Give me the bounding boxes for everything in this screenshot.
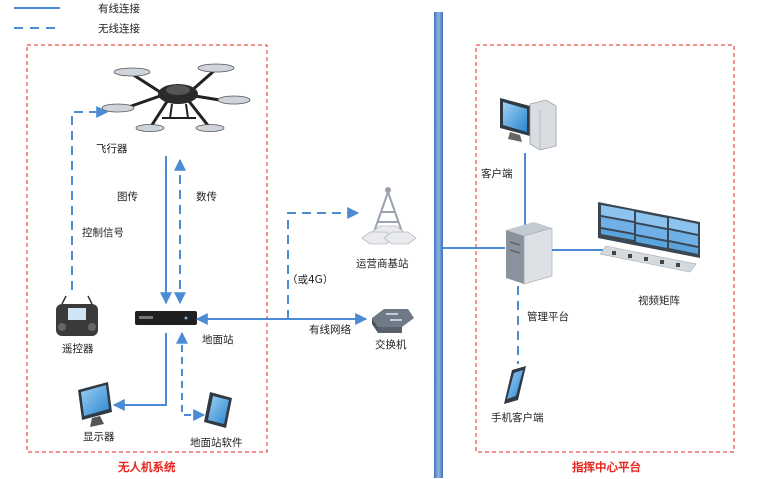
ground-station-icon bbox=[135, 311, 197, 325]
network-backbone-pole bbox=[434, 12, 443, 478]
command-center-title: 指挥中心平台 bbox=[572, 460, 641, 474]
client-label: 客户端 bbox=[481, 167, 513, 180]
control-signal-label: 控制信号 bbox=[82, 226, 124, 239]
switch-icon bbox=[372, 309, 414, 333]
server-icon bbox=[506, 222, 553, 285]
video-matrix-icon bbox=[598, 202, 700, 273]
base-station-label: 运营商基站 bbox=[356, 257, 409, 270]
data-link-label: 数传 bbox=[196, 190, 217, 203]
ground-software-label: 地面站软件 bbox=[190, 436, 243, 449]
display-label: 显示器 bbox=[83, 431, 115, 443]
legend: 有线连接 无线连接 bbox=[14, 2, 140, 35]
display-link-line bbox=[112, 333, 167, 411]
tablet-icon bbox=[204, 392, 232, 428]
mobile-phone-icon bbox=[504, 366, 526, 404]
cellular-link-line bbox=[287, 207, 360, 319]
uav-system-frame bbox=[26, 44, 268, 453]
or-4g-label: （或4G） bbox=[287, 274, 333, 286]
remote-controller-label: 遥控器 bbox=[62, 342, 94, 355]
command-center-frame bbox=[475, 44, 735, 453]
drone-icon bbox=[101, 63, 251, 132]
control-signal-line bbox=[71, 106, 109, 290]
management-platform-label: 管理平台 bbox=[527, 310, 569, 323]
legend-wireless-label: 无线连接 bbox=[98, 22, 140, 35]
remote-controller-icon bbox=[56, 295, 98, 336]
drone-label: 飞行器 bbox=[96, 142, 128, 155]
legend-wired-label: 有线连接 bbox=[98, 2, 140, 15]
uav-system-title: 无人机系统 bbox=[117, 460, 176, 474]
software-link-line bbox=[176, 331, 206, 421]
mobile-client-label: 手机客户端 bbox=[491, 411, 544, 424]
video-matrix-label: 视频矩阵 bbox=[638, 294, 680, 307]
wired-network-label: 有线网络 bbox=[309, 323, 351, 336]
client-pc-icon bbox=[500, 98, 557, 151]
display-icon bbox=[78, 382, 112, 427]
base-station-icon bbox=[361, 187, 417, 245]
ground-station-label: 地面站 bbox=[202, 333, 234, 346]
image-link-label: 图传 bbox=[117, 191, 138, 203]
switch-label: 交换机 bbox=[375, 338, 407, 351]
